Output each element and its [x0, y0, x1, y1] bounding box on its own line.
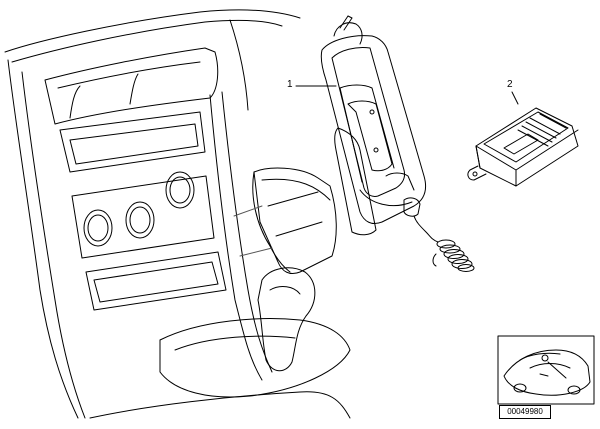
vehicle-thumbnail: [497, 335, 595, 405]
control-unit: [467, 107, 579, 187]
coiled-cable: [413, 215, 475, 272]
callout-label-1: 1: [287, 79, 293, 90]
center-console-outline: [4, 9, 351, 419]
reference-code: 00049980: [499, 405, 551, 419]
leader-lines: [295, 85, 519, 105]
callout-label-2: 2: [507, 79, 513, 90]
leader-line-2: [511, 91, 519, 105]
mounting-bracket: [233, 127, 377, 275]
phone-cradle: [320, 15, 427, 225]
